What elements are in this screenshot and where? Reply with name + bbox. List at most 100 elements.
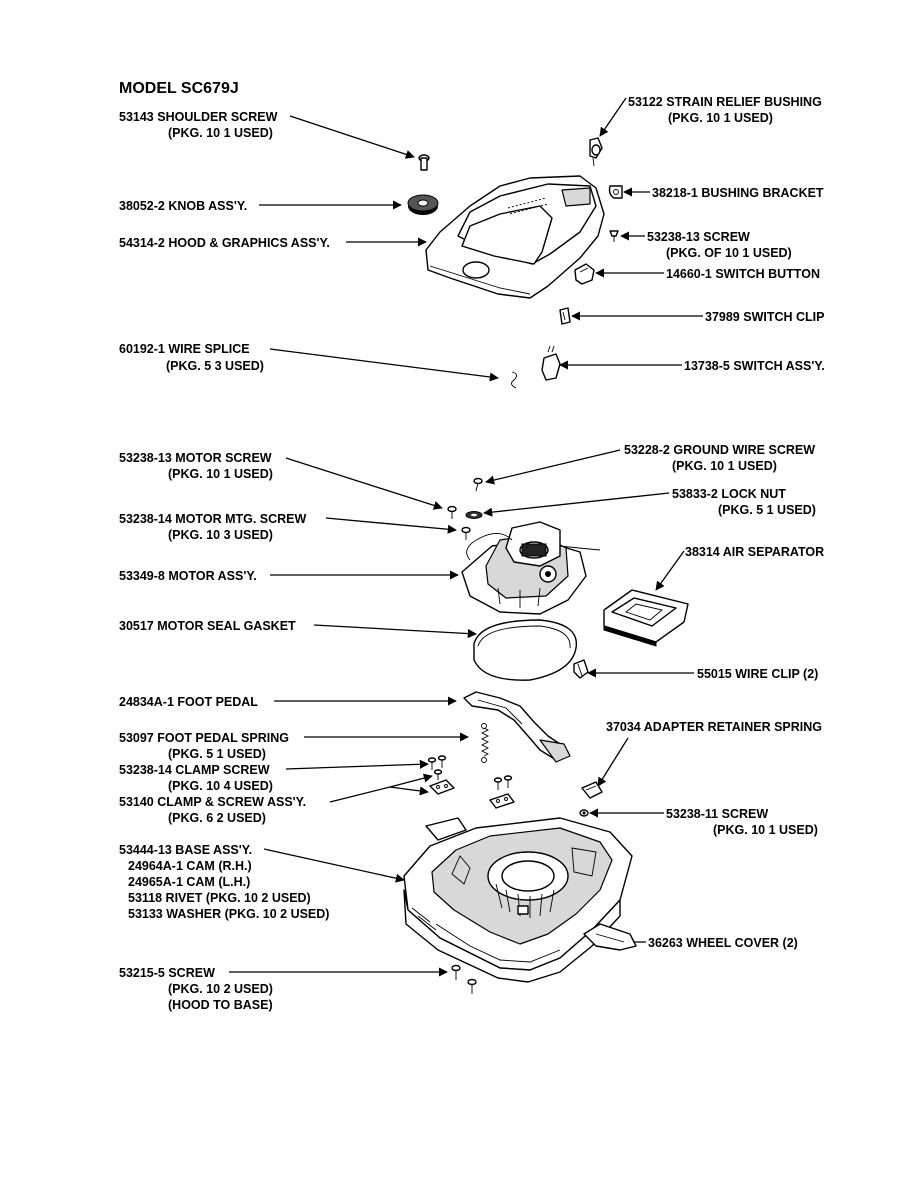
label-wire-splice: 60192-1 WIRE SPLICE (PKG. 5 3 USED) xyxy=(119,342,264,373)
label-switch-assy: 13738-5 SWITCH ASS'Y. xyxy=(684,359,825,373)
label-ground-wire-screw: 53228-2 GROUND WIRE SCREW (PKG. 10 1 USE… xyxy=(624,443,815,473)
bushing-bracket-part xyxy=(608,185,623,199)
label-line: (PKG. 10 1 USED) xyxy=(168,467,273,481)
screw-53238-13-part xyxy=(609,230,619,242)
adapter-retainer-spring-part xyxy=(581,781,603,799)
label-line: 53228-2 GROUND WIRE SCREW xyxy=(624,443,815,457)
motor-screw-part xyxy=(447,505,457,519)
label-foot-pedal: 24834A-1 FOOT PEDAL xyxy=(119,695,258,709)
label-line: 53238-13 MOTOR SCREW xyxy=(119,451,272,465)
arrow-adapter-spring xyxy=(597,737,629,787)
arrow-motor-mtg xyxy=(325,517,457,534)
label-line: (PKG. 10 3 USED) xyxy=(168,528,273,542)
label-line: 38218-1 BUSHING BRACKET xyxy=(652,186,824,200)
switch-assy-part xyxy=(541,345,561,381)
wire-clip-part xyxy=(573,659,589,679)
leader-lines xyxy=(229,97,703,977)
label-line: 38052-2 KNOB ASS'Y. xyxy=(119,199,247,213)
arrow-base xyxy=(263,848,405,883)
label-line: (PKG. 10 1 USED) xyxy=(672,459,777,473)
label-line: 37034 ADAPTER RETAINER SPRING xyxy=(606,720,822,734)
switch-clip-part xyxy=(559,307,571,325)
label-line: (PKG. 10 4 USED) xyxy=(168,779,273,793)
label-bushing-bracket: 38218-1 BUSHING BRACKET xyxy=(652,186,824,200)
label-adapter-retainer-spring: 37034 ADAPTER RETAINER SPRING xyxy=(606,720,822,734)
lock-nut-part xyxy=(465,511,483,519)
ground-wire-screw-part xyxy=(473,477,483,492)
arrow-clamp-assy-2 xyxy=(389,786,429,796)
motor-seal-gasket-part xyxy=(473,619,578,681)
label-line: 13738-5 SWITCH ASS'Y. xyxy=(684,359,825,373)
label-line: (PKG. 10 2 USED) xyxy=(168,982,273,996)
label-knob-assy: 38052-2 KNOB ASS'Y. xyxy=(119,199,247,213)
label-base-assy: 53444-13 BASE ASS'Y. 24964A-1 CAM (R.H.)… xyxy=(119,843,329,921)
label-line: (PKG. 5 3 USED) xyxy=(166,359,264,373)
label-line: 53349-8 MOTOR ASS'Y. xyxy=(119,569,257,583)
label-motor-seal-gasket: 30517 MOTOR SEAL GASKET xyxy=(119,619,296,633)
label-line: 24964A-1 CAM (R.H.) xyxy=(128,859,252,873)
arrow-strain-relief xyxy=(599,97,627,137)
air-separator-part xyxy=(603,589,689,647)
label-screw-53238-11: 53238-11 SCREW (PKG. 10 1 USED) xyxy=(666,807,818,837)
label-line: 53238-14 CLAMP SCREW xyxy=(119,763,270,777)
arrow-shoulder-screw xyxy=(289,115,415,159)
label-line: 53833-2 LOCK NUT xyxy=(672,487,786,501)
label-wire-clip: 55015 WIRE CLIP (2) xyxy=(697,667,818,681)
label-line: 24834A-1 FOOT PEDAL xyxy=(119,695,258,709)
label-line: (PKG. 5 1 USED) xyxy=(718,503,816,517)
label-line: 53133 WASHER (PKG. 10 2 USED) xyxy=(128,907,329,921)
label-line: 55015 WIRE CLIP (2) xyxy=(697,667,818,681)
label-motor-assy: 53349-8 MOTOR ASS'Y. xyxy=(119,569,257,583)
arrow-lock-nut xyxy=(483,492,670,517)
label-shoulder-screw: 53143 SHOULDER SCREW (PKG. 10 1 USED) xyxy=(119,110,278,140)
label-line: 53238-13 SCREW xyxy=(647,230,750,244)
label-line: 53118 RIVET (PKG. 10 2 USED) xyxy=(128,891,311,905)
label-line: 54314-2 HOOD & GRAPHICS ASS'Y. xyxy=(119,236,330,250)
label-line: 14660-1 SWITCH BUTTON xyxy=(666,267,820,281)
label-line: (PKG. OF 10 1 USED) xyxy=(666,246,792,260)
label-line: 24965A-1 CAM (L.H.) xyxy=(128,875,250,889)
wheel-cover-part xyxy=(583,923,637,951)
label-switch-button: 14660-1 SWITCH BUTTON xyxy=(666,267,820,281)
label-line: (PKG. 10 1 USED) xyxy=(668,111,773,125)
label-screw-53215-5: 53215-5 SCREW (PKG. 10 2 USED) (HOOD TO … xyxy=(119,966,273,1012)
model-title: MODEL SC679J xyxy=(119,80,239,97)
label-line: 53238-14 MOTOR MTG. SCREW xyxy=(119,512,307,526)
label-clamp-screw-assy: 53140 CLAMP & SCREW ASS'Y. (PKG. 6 2 USE… xyxy=(119,795,306,825)
label-clamp-screw: 53238-14 CLAMP SCREW (PKG. 10 4 USED) xyxy=(119,763,273,793)
motor-assy-part xyxy=(461,521,601,615)
label-motor-mtg-screw: 53238-14 MOTOR MTG. SCREW (PKG. 10 3 USE… xyxy=(119,512,307,542)
hood-part xyxy=(425,175,605,299)
label-line: 53444-13 BASE ASS'Y. xyxy=(119,843,252,857)
label-switch-clip: 37989 SWITCH CLIP xyxy=(705,310,824,324)
label-line: (HOOD TO BASE) xyxy=(168,998,273,1012)
label-line: 53215-5 SCREW xyxy=(119,966,215,980)
label-line: 37989 SWITCH CLIP xyxy=(705,310,824,324)
label-line: 36263 WHEEL COVER (2) xyxy=(648,936,798,950)
base-assy-part xyxy=(403,817,633,983)
label-line: (PKG. 10 1 USED) xyxy=(168,126,273,140)
arrow-gasket xyxy=(313,624,477,639)
arrow-ground-wire xyxy=(485,449,621,485)
label-lock-nut: 53833-2 LOCK NUT (PKG. 5 1 USED) xyxy=(672,487,816,517)
label-wheel-cover: 36263 WHEEL COVER (2) xyxy=(648,936,798,950)
label-line: (PKG. 5 1 USED) xyxy=(168,747,266,761)
arrow-clamp-assy-1 xyxy=(389,773,433,788)
arrow-motor-screw xyxy=(285,457,443,510)
label-line: 53122 STRAIN RELIEF BUSHING xyxy=(628,95,822,109)
label-line: (PKG. 10 1 USED) xyxy=(713,823,818,837)
label-screw-53238-13: 53238-13 SCREW (PKG. OF 10 1 USED) xyxy=(647,230,792,260)
label-strain-relief-bushing: 53122 STRAIN RELIEF BUSHING (PKG. 10 1 U… xyxy=(628,95,822,125)
label-air-separator: 38314 AIR SEPARATOR xyxy=(685,545,824,559)
motor-mtg-screw-part xyxy=(461,526,471,540)
clamp-leader-stem xyxy=(329,786,391,803)
switch-button-part xyxy=(574,263,595,285)
label-line: 38314 AIR SEPARATOR xyxy=(685,545,824,559)
label-line: 53143 SHOULDER SCREW xyxy=(119,110,278,124)
screw-53238-11-part xyxy=(579,809,589,817)
foot-pedal-spring-part xyxy=(480,723,490,763)
clamp-screws-part xyxy=(427,755,513,790)
label-line: 53238-11 SCREW xyxy=(666,807,768,821)
label-motor-screw: 53238-13 MOTOR SCREW (PKG. 10 1 USED) xyxy=(119,451,273,481)
